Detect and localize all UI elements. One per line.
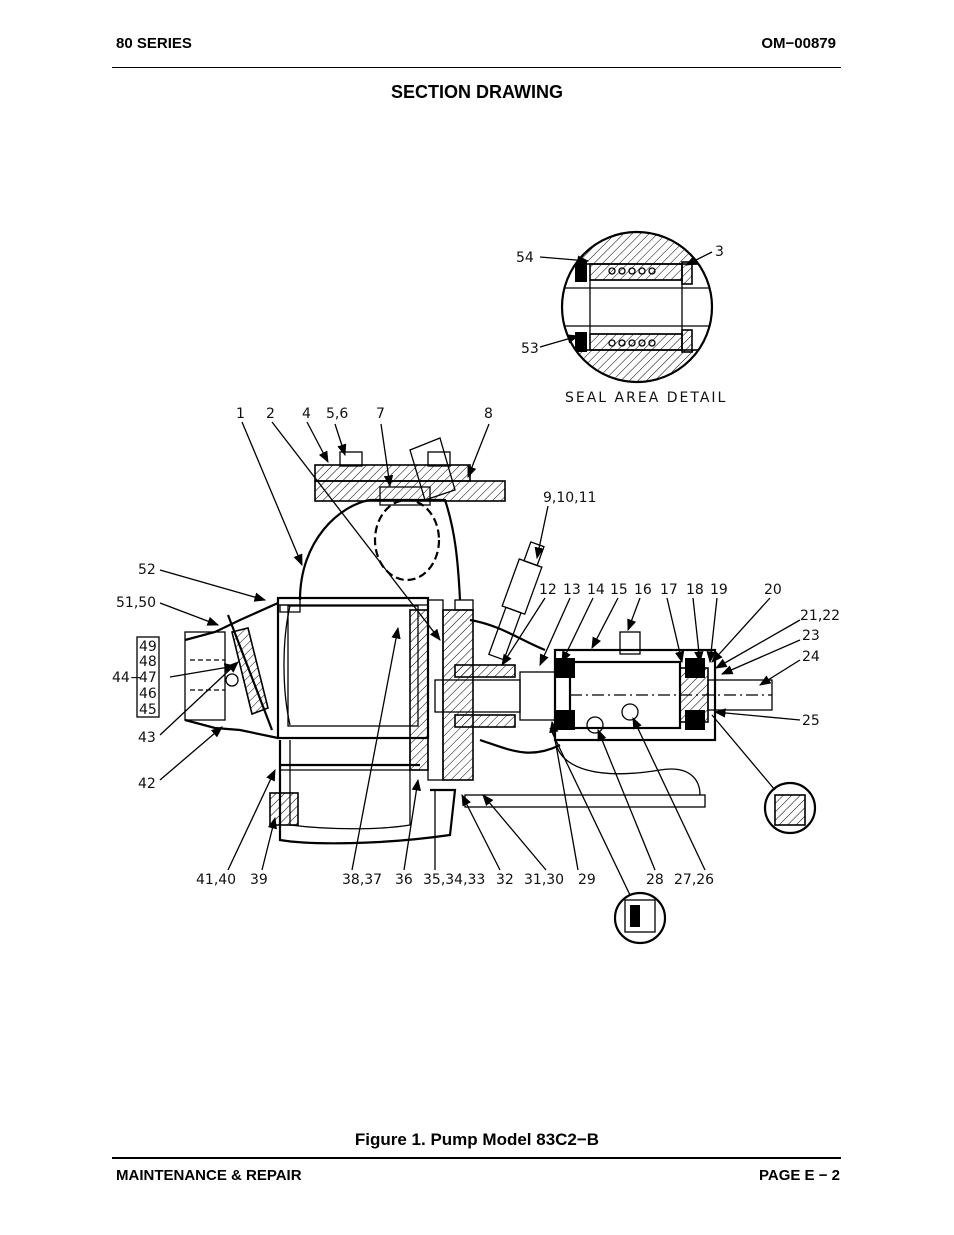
callout-bracket-45-49 — [136, 636, 160, 718]
pump-body — [184, 437, 817, 945]
callout-25: 25 — [802, 713, 820, 729]
callout-14: 14 — [587, 582, 605, 598]
callout-53: 53 — [521, 341, 539, 357]
seal-area-detail — [539, 230, 714, 384]
footer-section: MAINTENANCE & REPAIR — [116, 1167, 302, 1184]
footer-rule — [112, 1157, 841, 1159]
callout-13: 13 — [563, 582, 581, 598]
callout-39: 39 — [250, 872, 268, 888]
callout-49: 49 — [139, 639, 157, 655]
callout-leaders — [159, 421, 801, 896]
callout-21-22: 21,22 — [800, 608, 840, 624]
callout-19: 19 — [710, 582, 728, 598]
header-document-number: OM−00879 — [761, 35, 836, 52]
callout-54: 54 — [516, 250, 534, 266]
callout-12: 12 — [539, 582, 557, 598]
callout-9-10-11: 9,10,11 — [543, 490, 596, 506]
page-title: SECTION DRAWING — [390, 82, 563, 102]
callout-24: 24 — [802, 649, 820, 665]
callout-27-26: 27,26 — [674, 872, 714, 888]
callout-32: 32 — [496, 872, 514, 888]
seal-area-detail-label: SEAL AREA DETAIL — [565, 390, 727, 406]
callout-17: 17 — [660, 582, 678, 598]
callout-52: 52 — [138, 562, 156, 578]
callout-43: 43 — [138, 730, 156, 746]
header-rule — [112, 67, 841, 68]
callout-36: 36 — [395, 872, 413, 888]
callout-41-40: 41,40 — [196, 872, 236, 888]
header-series: 80 SERIES — [116, 35, 192, 52]
callout-29: 29 — [578, 872, 596, 888]
footer-page-number: PAGE E − 2 — [758, 1167, 840, 1184]
callout-51-50: 51,50 — [116, 595, 156, 611]
callout-8: 8 — [484, 406, 493, 422]
callout-23: 23 — [802, 628, 820, 644]
callout-45: 45 — [139, 702, 157, 718]
callout-31-30: 31,30 — [524, 872, 564, 888]
callout-1: 1 — [236, 406, 245, 422]
callout-7: 7 — [376, 406, 385, 422]
figure-caption: Figure 1. Pump Model 83C2−B — [354, 1130, 600, 1149]
callout-15: 15 — [610, 582, 628, 598]
callout-47: 47 — [139, 670, 157, 686]
callout-46: 46 — [139, 686, 157, 702]
callout-35-34-33: 35,34,33 — [423, 872, 485, 888]
callout-48: 48 — [139, 654, 157, 670]
callout-4: 4 — [302, 406, 311, 422]
callout-28: 28 — [646, 872, 664, 888]
callout-2: 2 — [266, 406, 275, 422]
callout-44: 44− — [112, 670, 142, 686]
callout-5-6: 5,6 — [326, 406, 348, 422]
callout-16: 16 — [634, 582, 652, 598]
callout-18: 18 — [686, 582, 704, 598]
callout-38-37: 38,37 — [342, 872, 382, 888]
callout-42: 42 — [138, 776, 156, 792]
callout-20: 20 — [764, 582, 782, 598]
callout-3: 3 — [715, 244, 724, 260]
